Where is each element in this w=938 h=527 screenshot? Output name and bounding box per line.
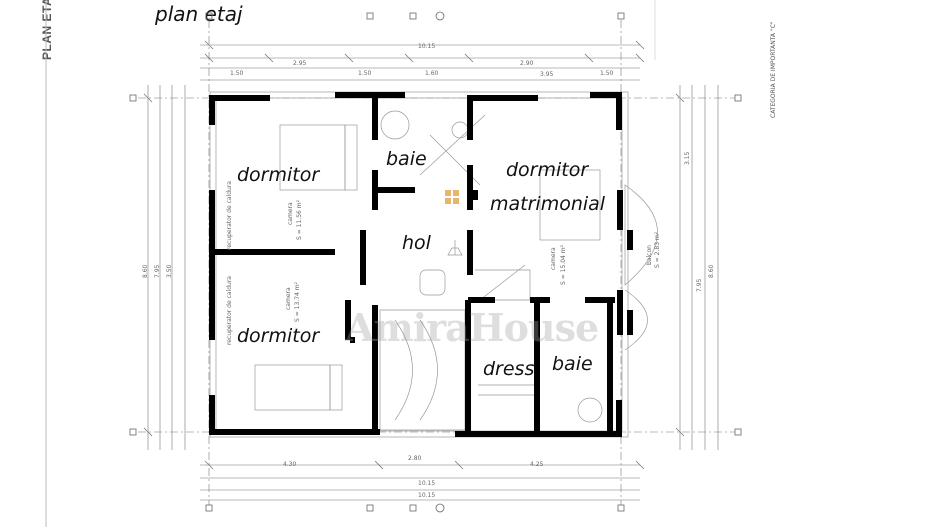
dim-bottom-total-1: 10.15 bbox=[418, 480, 436, 487]
dim-left-2: 7.95 bbox=[154, 264, 161, 278]
dim-top-total: 10.15 bbox=[418, 43, 436, 50]
room-label-dormitor-matrimonial-1: dormitor bbox=[506, 159, 589, 181]
area-balcon: S = 2.83 m² bbox=[654, 231, 661, 268]
room-label-baie-top: baie bbox=[386, 148, 427, 170]
dim-top-4: 1.60 bbox=[425, 70, 439, 77]
room-label-dormitor-bottom-left: dormitor bbox=[237, 325, 320, 347]
room-label-dormitor-top-left: dormitor bbox=[237, 164, 320, 186]
dim-top-7: 3.95 bbox=[540, 71, 554, 78]
dim-bottom-2: 4.25 bbox=[530, 461, 544, 468]
room-label-dormitor-matrimonial-2: matrimonial bbox=[490, 193, 606, 215]
area-dormitor-2: S = 13.74 m² bbox=[294, 282, 301, 322]
room-label-baie-bottom: baie bbox=[552, 353, 593, 375]
plan-title: plan etaj bbox=[155, 2, 243, 26]
dim-top-3: 1.50 bbox=[358, 70, 372, 77]
dim-top-5: 2.90 bbox=[520, 60, 534, 67]
dim-top-2: 2.95 bbox=[293, 60, 307, 67]
dim-bottom-total-2: 10.15 bbox=[418, 492, 436, 499]
room-type-dormitor-1: camera bbox=[287, 202, 294, 225]
room-type-matrimonial: camera bbox=[550, 247, 557, 270]
dim-right-total: 8.60 bbox=[708, 264, 715, 278]
heat-recovery-label-2: recuperator de caldura bbox=[226, 276, 233, 345]
watermark: AmiraHouse bbox=[345, 305, 599, 350]
dim-top-1: 1.50 bbox=[230, 70, 244, 77]
area-dormitor-1: S = 11.56 m² bbox=[296, 200, 303, 240]
room-type-dormitor-2: camera bbox=[285, 287, 292, 310]
heat-recovery-label-1: recuperator de caldura bbox=[226, 181, 233, 250]
dim-left-total: 8.60 bbox=[142, 264, 149, 278]
dim-bottom-1: 4.30 bbox=[283, 461, 297, 468]
dim-right-3: 3.15 bbox=[684, 151, 691, 165]
area-matrimonial: S = 15.04 m² bbox=[560, 245, 567, 285]
dim-right-2: 7.95 bbox=[696, 278, 703, 292]
dim-top-6: 1.50 bbox=[600, 70, 614, 77]
dim-left-3: 3.50 bbox=[166, 264, 173, 278]
dim-bottom-3: 2.80 bbox=[408, 455, 422, 462]
room-type-balcon: balcon bbox=[646, 245, 653, 265]
room-label-hol: hol bbox=[402, 232, 431, 254]
room-label-dress: dress bbox=[483, 358, 535, 380]
